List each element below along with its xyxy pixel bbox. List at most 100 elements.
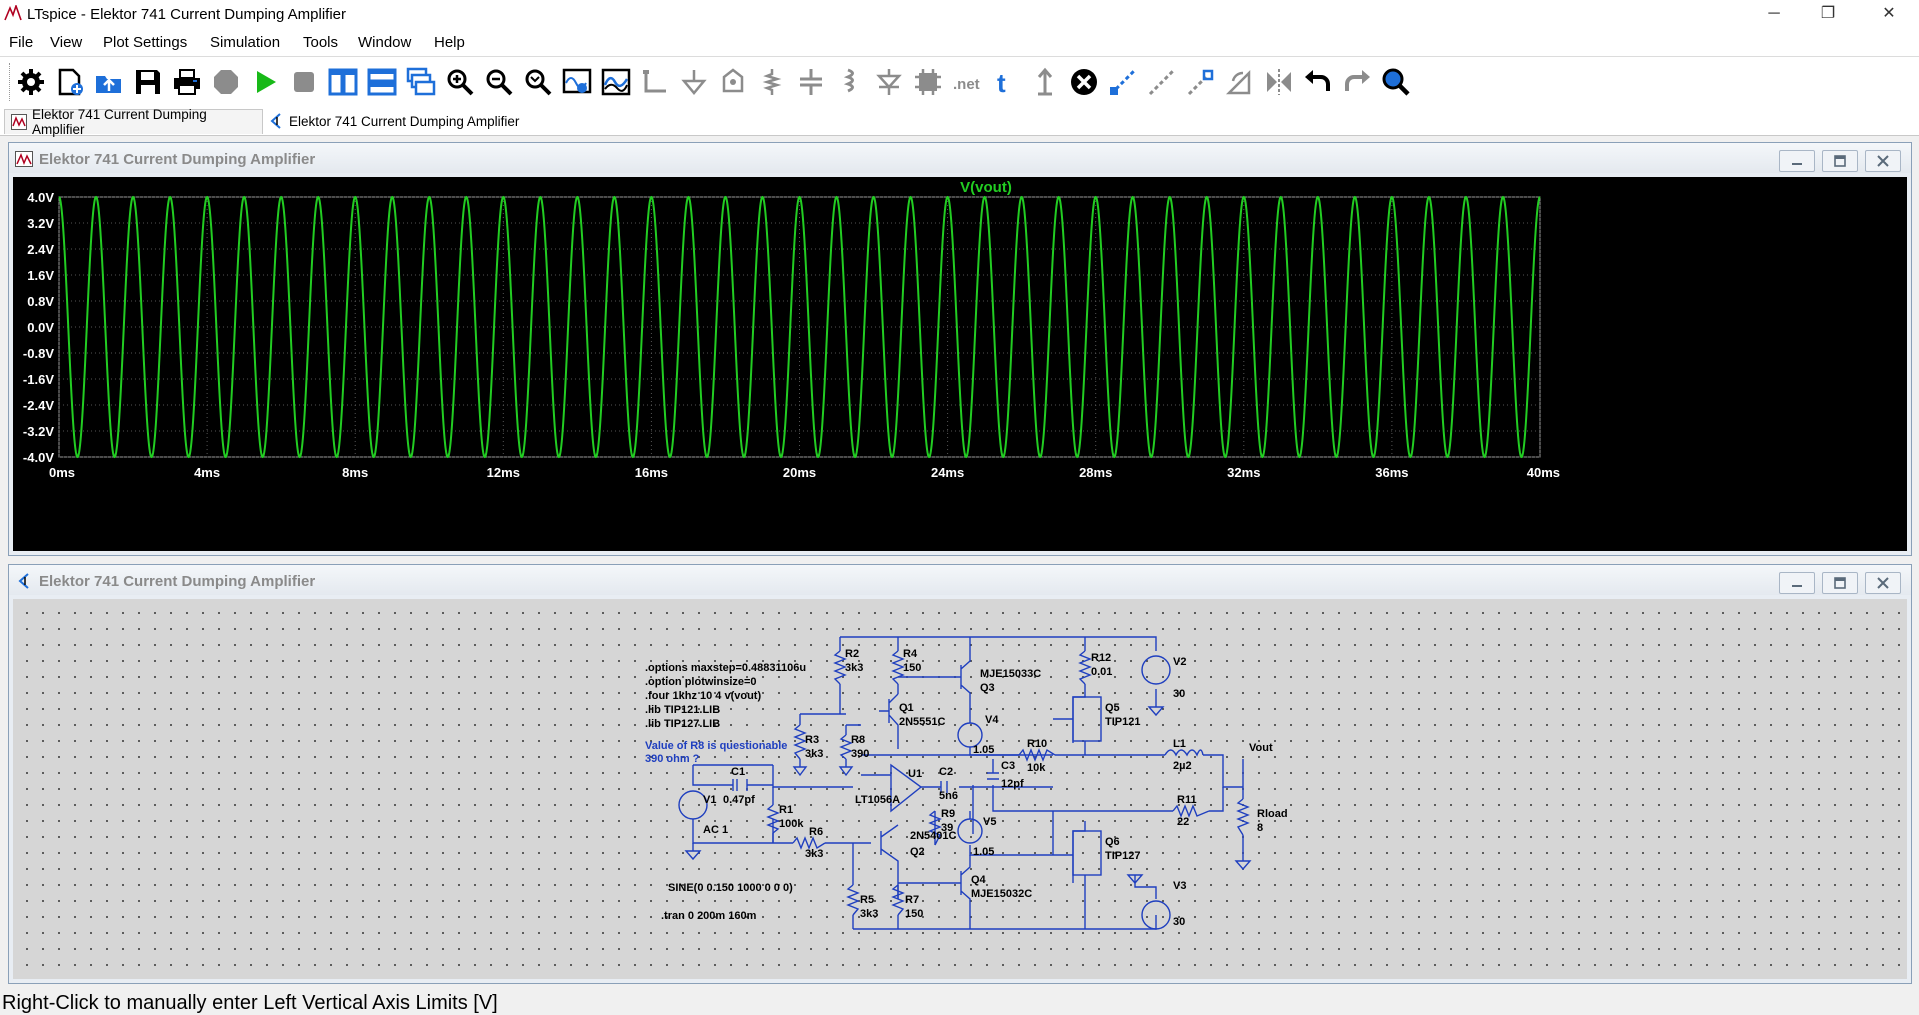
pick-traces-icon[interactable] [600,66,632,98]
inductor-icon[interactable] [834,66,866,98]
y-tick-label[interactable]: -1.6V [23,372,54,387]
y-tick-label[interactable]: 1.6V [27,268,54,283]
menu-window[interactable]: Window [358,34,412,51]
text-icon[interactable]: t [990,66,1022,98]
close-button[interactable]: ✕ [1882,5,1896,22]
gear-icon[interactable] [15,66,47,98]
menu-help[interactable]: Help [434,34,465,51]
tile-horizontal-icon[interactable] [366,66,398,98]
schematic-pane-minimize-button[interactable] [1779,572,1815,594]
flip-icon[interactable] [1263,66,1295,98]
waveform-pane-close-button[interactable] [1865,150,1901,172]
tile-vertical-icon[interactable] [327,66,359,98]
label-v5: V5 [983,816,996,828]
x-tick-label[interactable]: 4ms [194,465,220,480]
plot-title-vout[interactable]: V(vout) [960,179,1012,196]
title-bar: LTspice - Elektor 741 Current Dumping Am… [0,0,1919,28]
tab-schematic[interactable]: Elektor 741 Current Dumping Amplifier [262,109,522,133]
menu-file[interactable]: File [9,34,34,51]
tran-directive[interactable]: .tran 0 200m 160m [661,910,757,922]
menu-simulation[interactable]: Simulation [210,34,281,51]
new-schematic-icon[interactable] [54,66,86,98]
x-tick-label[interactable]: 32ms [1227,465,1260,480]
menu-plot-settings[interactable]: Plot Settings [103,34,188,51]
y-tick-label[interactable]: 0.8V [27,294,54,309]
undo-icon[interactable] [1302,66,1334,98]
redo-icon[interactable] [1341,66,1373,98]
wire-icon[interactable] [639,66,671,98]
zoom-in-icon[interactable] [444,66,476,98]
directive-plotwinsize[interactable]: .option plotwinsize=0 [645,676,757,688]
comment-r8-line1[interactable]: Value of R8 is questionable [645,740,787,752]
restore-button[interactable]: ❐ [1820,5,1836,22]
y-tick-label[interactable]: -2.4V [23,398,54,413]
x-tick-label[interactable]: 28ms [1079,465,1112,480]
label-c1-value: 0.47pf [723,794,755,806]
y-tick-label[interactable]: 3.2V [27,216,54,231]
schematic-canvas[interactable]: .options maxstep=0.48831106u .option plo… [13,599,1907,979]
waveform-pane-minimize-button[interactable] [1779,150,1815,172]
x-tick-label[interactable]: 16ms [635,465,668,480]
schematic-pane-maximize-button[interactable] [1822,572,1858,594]
save-icon[interactable] [132,66,164,98]
schematic-svg[interactable]: .options maxstep=0.48831106u .option plo… [13,599,1907,979]
waveform-plot-svg[interactable]: 4.0V 3.2V 2.4V 1.6V 0.8V 0.0V -0.8V -1.6V -2.4V -… [13,177,1907,551]
comment-r8-line2[interactable]: 390 ohm ? [645,753,700,765]
stop-icon[interactable] [288,66,320,98]
toolbar: .net t [0,57,1919,108]
tab-waveform[interactable]: Elektor 741 Current Dumping Amplifier [4,107,263,137]
halt-icon[interactable] [210,66,242,98]
capacitor-icon[interactable] [795,66,827,98]
x-tick-label[interactable]: 20ms [783,465,816,480]
cascade-icon[interactable] [405,66,437,98]
ground-icon[interactable] [678,66,710,98]
wires[interactable] [692,636,1244,930]
y-tick-label[interactable]: 4.0V [27,190,54,205]
x-tick-label[interactable]: 24ms [931,465,964,480]
resistor-icon[interactable] [756,66,788,98]
components[interactable] [678,650,1250,930]
menu-view[interactable]: View [50,34,83,51]
x-tick-label[interactable]: 36ms [1375,465,1408,480]
zoom-out-icon[interactable] [483,66,515,98]
diode-icon[interactable] [873,66,905,98]
drag-icon[interactable] [1146,66,1178,98]
schematic-pane-close-button[interactable] [1865,572,1901,594]
open-icon[interactable] [93,66,125,98]
label-l1-value: 2µ2 [1173,760,1192,772]
component-icon[interactable] [912,66,944,98]
close-icon [1877,155,1889,167]
source-spec[interactable]: SINE(0 0.150 1000 0 0 0) [668,882,793,894]
delete-icon[interactable] [1068,66,1100,98]
y-tick-label[interactable]: -4.0V [23,450,54,465]
directive-lib-tip121[interactable]: .lib TIP121.LIB [645,704,720,716]
directive-lib-tip127[interactable]: .lib TIP127.LIB [645,718,720,730]
autorange-icon[interactable] [561,66,593,98]
directive-maxstep[interactable]: .options maxstep=0.48831106u [645,662,806,674]
x-tick-label[interactable]: 12ms [487,465,520,480]
waveform-plot[interactable]: 4.0V 3.2V 2.4V 1.6V 0.8V 0.0V -0.8V -1.6V -2.4V -… [13,177,1907,551]
spice-directive-icon[interactable]: .net [951,66,983,98]
rotate-icon[interactable] [1224,66,1256,98]
label-net-icon[interactable] [717,66,749,98]
find-icon[interactable] [1380,66,1412,98]
move-icon[interactable] [1029,66,1061,98]
x-tick-label[interactable]: 8ms [342,465,368,480]
x-tick-label[interactable]: 40ms [1527,465,1560,480]
x-tick-label[interactable]: 0ms [49,465,75,480]
y-tick-label[interactable]: 0.0V [27,320,54,335]
directive-four[interactable]: .four 1khz 10 4 v(vout) [645,690,761,702]
menu-tools[interactable]: Tools [303,34,339,51]
run-icon[interactable] [249,66,281,98]
minimize-button[interactable]: ─ [1768,5,1780,22]
y-tick-label[interactable]: 2.4V [27,242,54,257]
duplicate-icon[interactable] [1107,66,1139,98]
series-vout-line[interactable] [58,195,1541,459]
mirror-icon[interactable] [1185,66,1217,98]
y-tick-label[interactable]: -0.8V [23,346,54,361]
zoom-fit-icon[interactable] [522,66,554,98]
waveform-pane-maximize-button[interactable] [1822,150,1858,172]
print-icon[interactable] [171,66,203,98]
y-tick-label[interactable]: -3.2V [23,424,54,439]
label-r3: R3 [805,734,819,746]
